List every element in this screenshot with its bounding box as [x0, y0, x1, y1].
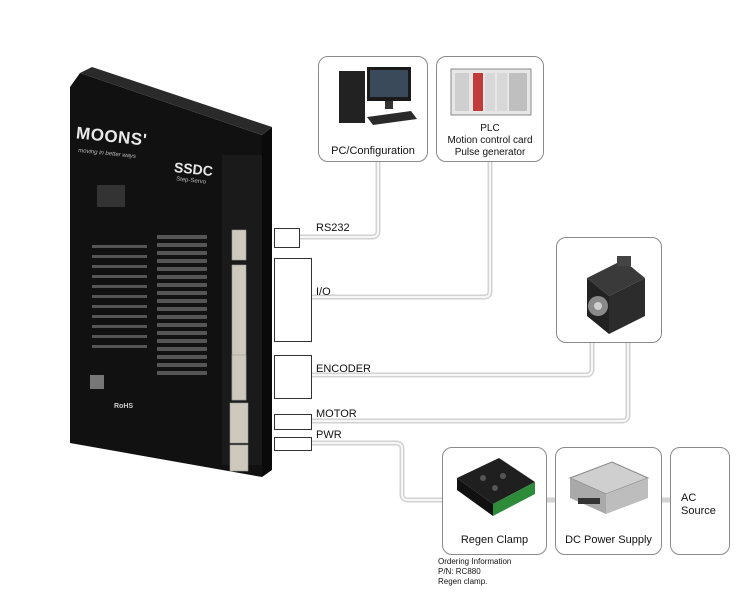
dc-power-supply-label: DC Power Supply [565, 534, 652, 546]
ordering-info-line3: Regen clamp. [438, 577, 488, 586]
drive-rohs: RoHS [114, 403, 134, 410]
qr-code-icon [90, 375, 104, 389]
dc-power-supply-box: DC Power Supply [555, 447, 662, 555]
plc-label-line3: Pulse generator [454, 147, 526, 158]
io-connector [274, 258, 312, 342]
pc-configuration-box: PC/Configuration [318, 56, 428, 162]
rs232-label: RS232 [316, 222, 350, 234]
regen-clamp-label: Regen Clamp [460, 534, 529, 546]
power-supply-icon [568, 461, 650, 514]
drive-unit: MOONS' moving in better ways SSDC Step-S… [62, 65, 272, 485]
pwr-label: PWR [316, 429, 342, 441]
plc-label-line2: Motion control card [447, 135, 533, 146]
stepper-motor-icon [587, 256, 645, 334]
pwr-connector [274, 437, 312, 451]
motor-connector [274, 414, 312, 430]
computer-icon [339, 67, 417, 125]
motor-label: MOTOR [316, 408, 357, 420]
io-label: I/O [316, 286, 331, 298]
ordering-info-line2: P/N: RC880 [438, 567, 481, 576]
ordering-info-line1: Ordering Information [438, 557, 512, 566]
motor-wire [310, 340, 631, 424]
ac-source-box: AC Source [670, 447, 730, 555]
plc-icon [450, 68, 532, 116]
drive-connector-strip [229, 229, 249, 472]
drive-illustration [70, 67, 272, 477]
ac-source-line2: Source [681, 505, 716, 517]
encoder-label: ENCODER [316, 363, 372, 375]
motor-box [556, 237, 662, 343]
rs232-connector [274, 228, 300, 248]
ac-source-line1: AC [681, 492, 697, 504]
pc-configuration-label: PC/Configuration [331, 145, 415, 157]
regen-clamp-icon [457, 458, 535, 516]
drive-label-sticker [97, 185, 125, 207]
pwr-wire [310, 440, 442, 503]
plc-box: PLC Motion control card Pulse generator [436, 56, 544, 162]
encoder-connector [274, 355, 312, 399]
plc-label-line1: PLC [480, 123, 500, 134]
regen-clamp-box: Regen Clamp [442, 447, 547, 555]
